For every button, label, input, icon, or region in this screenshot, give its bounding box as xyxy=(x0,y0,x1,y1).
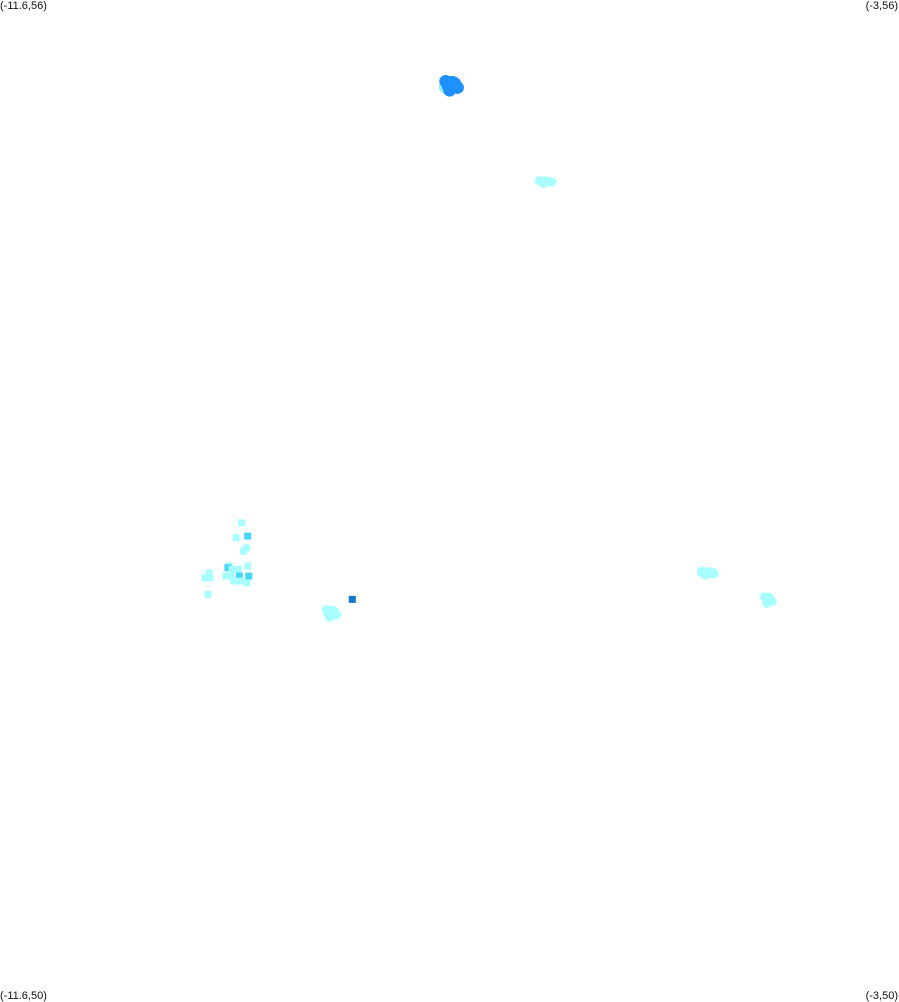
hotspot-cell xyxy=(230,577,238,585)
hotspot-blob-lobe xyxy=(548,179,556,187)
hotspot-blob-lobe xyxy=(540,181,547,188)
corner-label-top-left: (-11.6,56) xyxy=(0,0,47,12)
corner-label-bottom-left: (-11.6,50) xyxy=(0,990,47,1002)
hotspot-blob-lobe xyxy=(697,566,705,575)
hotspot-cluster xyxy=(696,566,719,580)
hotspot-layer xyxy=(201,75,777,622)
hotspot-cell xyxy=(348,595,356,603)
hotspot-cell xyxy=(235,572,243,580)
hotspot-cell xyxy=(205,569,213,577)
hotspot-cell xyxy=(244,562,252,570)
hotspot-cell xyxy=(206,574,214,582)
corner-label-top-right: (-3,56) xyxy=(865,0,898,12)
hotspot-cell xyxy=(243,579,251,587)
hotspot-cluster xyxy=(759,592,777,608)
hotspot-cell xyxy=(238,519,245,527)
hotspot-cell xyxy=(240,547,248,555)
hotspot-cell xyxy=(245,572,253,580)
hotspot-cluster xyxy=(534,176,557,188)
hotspot-blob-lobe xyxy=(324,612,335,622)
hotspot-cluster xyxy=(438,75,464,97)
hotspot-blob-lobe xyxy=(710,570,719,579)
hotspot-blob-lobe xyxy=(535,176,543,183)
hotspot-blob-lobe xyxy=(701,572,710,580)
hotspot-cell xyxy=(244,532,252,540)
hotspot-cell xyxy=(228,565,236,573)
hotspot-cluster xyxy=(321,605,342,622)
corner-label-bottom-right: (-3,50) xyxy=(865,990,898,1002)
hotspot-cell xyxy=(222,572,230,580)
hotspot-cell xyxy=(201,574,209,582)
hotspot-cell xyxy=(227,572,235,580)
hotspot-cell xyxy=(204,590,212,598)
hotspot-blob-lobe xyxy=(443,84,456,97)
hotspot-cell xyxy=(234,565,242,573)
hotspot-cell xyxy=(236,577,244,585)
hotspot-cell xyxy=(232,534,240,542)
hotspot-blob-lobe xyxy=(762,598,772,608)
hotspot-cell xyxy=(224,564,232,572)
